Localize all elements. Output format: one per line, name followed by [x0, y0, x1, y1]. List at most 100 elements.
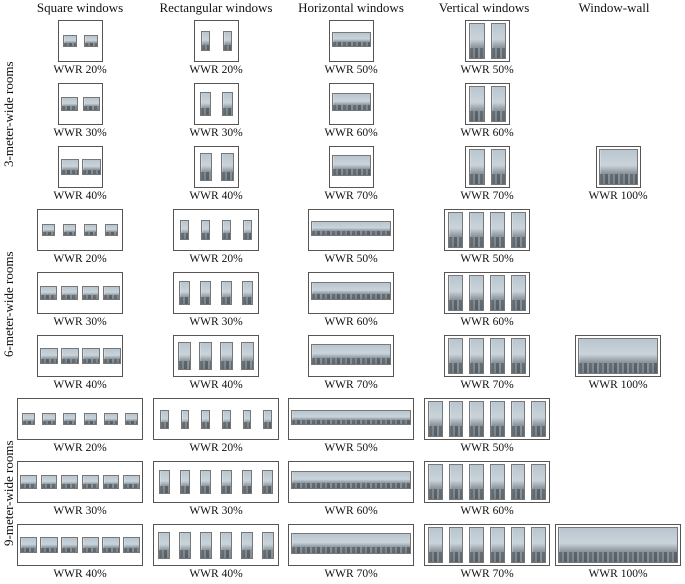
wwr-label: WWR 100% [588, 379, 648, 391]
window-opening [220, 531, 233, 559]
row-group-label-2: 6-meter-wide rooms [1, 251, 16, 357]
wwr-label: WWR 60% [324, 316, 378, 328]
wwr-label: WWR 70% [324, 568, 378, 580]
wwr-label: WWR 20% [53, 442, 107, 454]
room-elevation-panel [329, 83, 374, 125]
window-opening [158, 531, 171, 559]
room-elevation-panel [194, 146, 239, 188]
wwr-label: WWR 70% [460, 379, 514, 391]
window-opening [489, 212, 505, 248]
wwr-label: WWR 30% [189, 505, 243, 517]
window-opening [41, 224, 56, 236]
room-elevation-panel [444, 209, 530, 251]
window-opening [40, 536, 58, 554]
window-opening [199, 342, 212, 370]
window-opening [82, 285, 99, 301]
room-elevation-panel [329, 20, 374, 62]
wwr-label: WWR 20% [189, 64, 243, 76]
window-opening [490, 23, 506, 59]
wwr-label: WWR 60% [460, 316, 514, 328]
window-opening [82, 96, 100, 112]
window-opening [240, 531, 254, 559]
window-opening [578, 338, 658, 374]
window-opening [261, 531, 274, 559]
room-elevation-panel [444, 335, 530, 377]
room-elevation-panel [555, 524, 681, 566]
wwr-label: WWR 40% [189, 568, 243, 580]
window-opening [510, 212, 526, 248]
room-elevation-panel [424, 398, 550, 440]
room-elevation-panel [465, 146, 510, 188]
column-header-rect: Rectangular windows [159, 0, 273, 15]
window-opening [262, 470, 273, 494]
window-opening [82, 475, 99, 490]
window-opening [221, 92, 233, 116]
wwr-label: WWR 20% [189, 442, 243, 454]
wwr-label: WWR 30% [53, 505, 107, 517]
window-opening [60, 158, 79, 176]
window-opening [82, 158, 101, 176]
window-opening [201, 220, 210, 240]
window-opening [61, 96, 79, 112]
wwr-label: WWR 40% [53, 568, 107, 580]
window-opening [122, 536, 141, 554]
window-opening [489, 338, 505, 374]
wwr-label: WWR 30% [189, 127, 243, 139]
window-opening [531, 401, 547, 437]
window-opening [558, 527, 678, 563]
window-opening [531, 464, 547, 500]
room-elevation-panel [173, 209, 259, 251]
window-opening [62, 224, 77, 236]
wwr-label: WWR 60% [460, 505, 514, 517]
window-opening [221, 281, 232, 305]
wwr-label: WWR 50% [460, 442, 514, 454]
window-opening [201, 409, 210, 429]
window-opening [103, 285, 120, 301]
window-opening [62, 413, 77, 425]
room-elevation-panel [37, 335, 123, 377]
wwr-label: WWR 30% [53, 127, 107, 139]
column-header-square: Square windows [36, 0, 124, 15]
room-elevation-panel [288, 461, 414, 503]
window-opening [102, 475, 120, 490]
room-elevation-panel [329, 146, 374, 188]
row-group-label-3: 9-meter-wide rooms [1, 440, 16, 546]
window-opening [468, 338, 484, 374]
room-elevation-panel [444, 272, 530, 314]
wwr-label: WWR 20% [53, 253, 107, 265]
room-elevation-panel [153, 524, 279, 566]
room-elevation-panel [575, 335, 661, 377]
window-opening [599, 149, 638, 185]
window-opening [60, 536, 79, 554]
window-opening [83, 224, 98, 236]
window-opening [104, 413, 118, 425]
room-elevation-panel [58, 146, 103, 188]
window-opening [40, 475, 58, 490]
window-opening [510, 275, 526, 311]
window-opening [60, 347, 79, 365]
window-opening [469, 464, 485, 500]
window-opening [222, 409, 231, 429]
room-elevation-panel [153, 461, 279, 503]
room-elevation-panel [173, 272, 259, 314]
room-elevation-panel [308, 335, 394, 377]
window-opening [510, 464, 526, 500]
window-opening [489, 275, 505, 311]
window-opening [447, 212, 463, 248]
window-opening [20, 475, 37, 490]
wwr-label: WWR 100% [588, 190, 648, 202]
wwr-label: WWR 70% [460, 568, 514, 580]
room-elevation-panel [58, 20, 103, 62]
window-opening [222, 220, 231, 240]
window-opening [448, 401, 464, 437]
window-opening [104, 224, 119, 236]
window-opening [21, 413, 36, 425]
window-opening [178, 531, 192, 559]
wwr-label: WWR 20% [53, 64, 107, 76]
wwr-label: WWR 60% [324, 505, 378, 517]
window-opening [291, 409, 411, 425]
window-opening [81, 347, 100, 365]
window-opening [490, 149, 506, 185]
window-opening [40, 285, 57, 301]
room-elevation-panel [17, 398, 143, 440]
